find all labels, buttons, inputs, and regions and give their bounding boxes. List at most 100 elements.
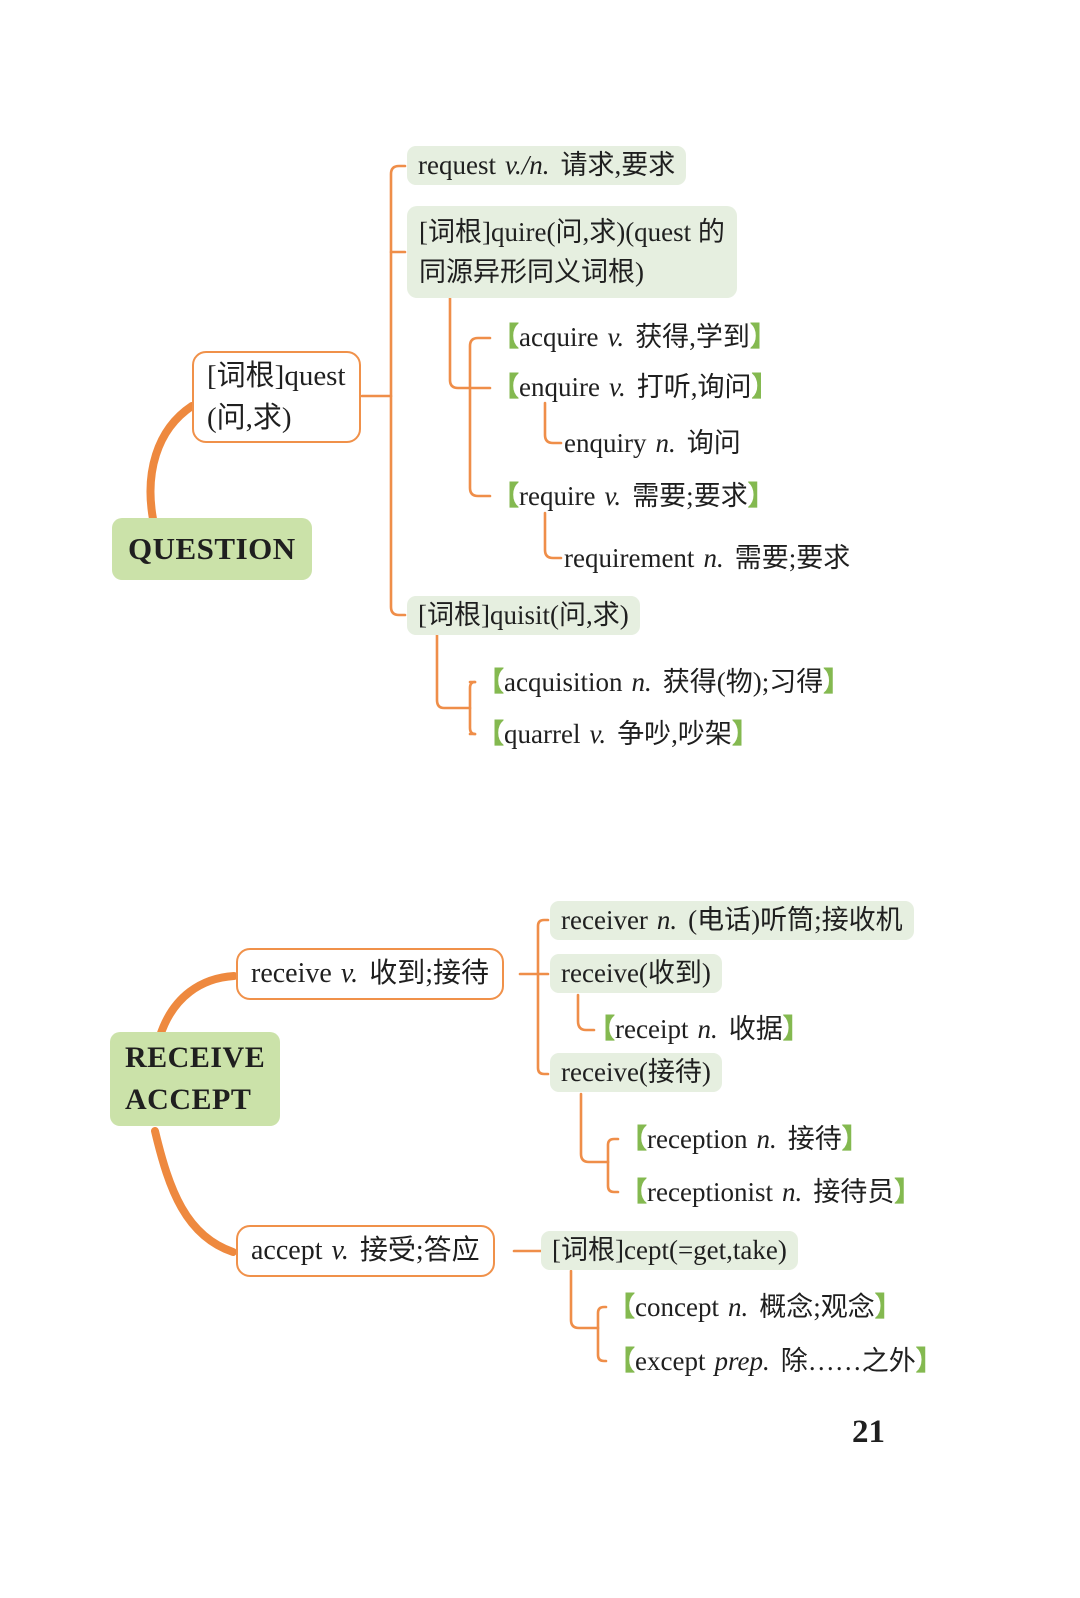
- connector-quire-descender: [448, 294, 472, 390]
- node-receive-jiedai: receive(接待): [550, 1053, 722, 1092]
- connector-enquiry: [543, 401, 563, 445]
- word-en: accept: [251, 1235, 323, 1266]
- quisit-text: [词根]quisit(问,求): [418, 600, 629, 630]
- bracket-close: 】: [731, 719, 759, 749]
- connector-trunk-reception: [606, 1137, 620, 1194]
- root-label-line2: ACCEPT: [125, 1083, 252, 1116]
- word-pos: v.: [589, 719, 607, 749]
- root-label-receive-accept: RECEIVE ACCEPT: [110, 1032, 281, 1126]
- connector-receiveaccept-to-accept: [151, 1127, 237, 1256]
- root-node-quest: [词根]quest (问,求): [192, 351, 361, 443]
- connector-trunk-quire-children: [468, 336, 492, 498]
- word-en: receiver: [561, 905, 648, 935]
- connector-trunk-receive-children: [536, 918, 550, 1076]
- word-pos: v.: [340, 958, 359, 989]
- bracket-open: 【: [588, 1014, 615, 1044]
- word-zh: 打听,询问: [636, 372, 752, 402]
- word-en: receptionist: [647, 1177, 773, 1207]
- bracket-open: 【: [477, 667, 504, 697]
- word-zh: 除……之外: [780, 1346, 916, 1376]
- word-enquiry: enquiry n. 询问: [564, 427, 741, 459]
- word-zh: 概念;观念: [759, 1292, 875, 1322]
- root-label-text: QUESTION: [128, 531, 296, 566]
- root-label-question: QUESTION: [112, 518, 312, 580]
- word-pos: v.: [607, 322, 625, 352]
- word-pos: n.: [631, 667, 652, 697]
- word-pos: n.: [656, 905, 678, 935]
- word-en: acquisition: [504, 667, 623, 697]
- page-number: 21: [852, 1414, 885, 1450]
- word-zh: 获得(物);习得: [662, 667, 824, 697]
- root-node-quisit: [词根]quisit(问,求): [407, 596, 640, 635]
- word-zh: 接待: [787, 1124, 842, 1154]
- bracket-open: 【: [608, 1346, 635, 1376]
- word-en: except: [635, 1346, 706, 1376]
- word-en: acquire: [519, 322, 599, 352]
- root-node-receive: receive v. 收到;接待: [236, 948, 504, 1000]
- word-pos: n.: [655, 428, 676, 458]
- bracket-close: 】: [894, 1177, 922, 1207]
- word-en: quarrel: [504, 719, 581, 749]
- root-label-line1: RECEIVE: [125, 1041, 266, 1074]
- word-en: concept: [635, 1292, 719, 1322]
- connector-cept-descender: [569, 1269, 600, 1330]
- quest-line2: (问,求): [207, 402, 292, 434]
- word-pos: v.: [604, 481, 622, 511]
- word-pos: v.: [331, 1235, 349, 1266]
- node-text: receive(接待): [561, 1057, 711, 1087]
- word-receiver: receiver n. (电话)听筒;接收机: [550, 901, 914, 940]
- word-zh: 请求,要求: [560, 150, 676, 180]
- bracket-close: 】: [823, 667, 851, 697]
- bracket-open: 【: [492, 481, 519, 511]
- word-zh: 收到;接待: [369, 958, 489, 989]
- bracket-close: 】: [751, 372, 779, 402]
- word-pos: n.: [697, 1014, 718, 1044]
- word-zh: 争吵,吵架: [617, 719, 732, 749]
- bracket-open: 【: [608, 1292, 635, 1322]
- word-en: receive: [251, 958, 332, 989]
- bracket-open: 【: [620, 1177, 647, 1207]
- word-zh: 收据: [728, 1014, 783, 1044]
- bracket-close: 】: [841, 1124, 869, 1154]
- word-en: enquiry: [564, 428, 647, 458]
- word-en: enquire: [519, 372, 600, 402]
- bracket-close: 】: [915, 1346, 943, 1376]
- word-pos: n.: [756, 1124, 777, 1154]
- connector-trunk-cept-children: [596, 1305, 608, 1363]
- connector-receiveaccept-to-receive: [156, 972, 238, 1040]
- connector-quisit-descender: [435, 632, 472, 710]
- word-zh: 需要;要求: [734, 543, 851, 573]
- connector-receive-jd-descender: [579, 1092, 610, 1164]
- connector-trunk-quisit-children: [468, 680, 477, 736]
- connector-requirement: [543, 511, 563, 560]
- word-en: reception: [647, 1124, 748, 1154]
- word-acquisition: 【acquisition n. 获得(物);习得】: [477, 666, 850, 698]
- word-zh: (电话)听筒;接收机: [688, 905, 903, 935]
- quire-line2: 同源异形同义词根): [419, 257, 644, 287]
- bracket-open: 【: [492, 372, 519, 402]
- word-pos: n.: [727, 1292, 749, 1322]
- root-node-quire: [词根]quire(问,求)(quest 的 同源异形同义词根): [407, 206, 737, 298]
- word-zh: 询问: [686, 428, 741, 458]
- word-zh: 获得,学到: [635, 322, 750, 352]
- bracket-close: 】: [782, 1014, 810, 1044]
- word-zh: 需要;要求: [632, 481, 748, 511]
- connector-question-to-quest: [146, 402, 196, 523]
- quest-line1: [词根]quest: [207, 360, 346, 392]
- word-pos: v./n.: [504, 150, 550, 180]
- connector-acquisition-stub: [468, 680, 477, 736]
- word-zh: 接待员: [813, 1177, 895, 1207]
- bracket-open: 【: [492, 322, 519, 352]
